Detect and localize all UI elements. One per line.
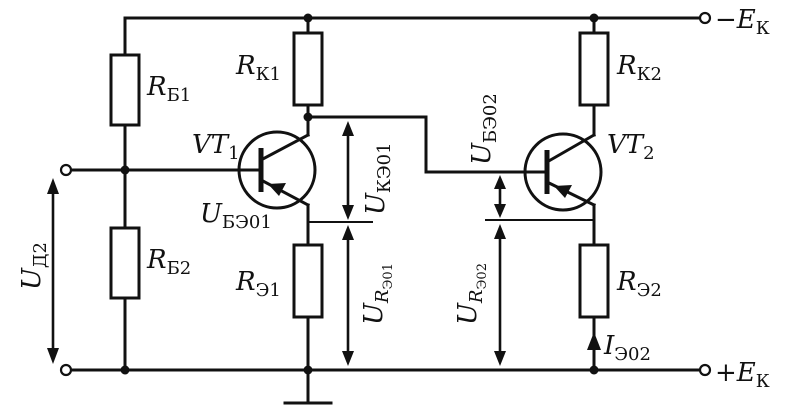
input-terminal (59, 163, 73, 177)
resistor-rk1 (292, 31, 324, 107)
label-ure02: URЭ02 (453, 263, 490, 325)
vt2-emitter-arrow (554, 185, 572, 198)
label-ure01: URЭ01 (359, 263, 396, 325)
transistor-vt2 (523, 132, 603, 212)
label-rk1: RК1 (235, 51, 281, 85)
label-rk2: RК2 (616, 51, 662, 85)
resistor-rb2 (109, 226, 141, 300)
label-ud2: UД2 (17, 242, 51, 290)
supply-terminal-pos (698, 363, 712, 377)
label-rb2: RБ2 (146, 245, 191, 279)
junctions (120, 13, 599, 375)
interstage-wire (306, 115, 527, 174)
label-vt1: VT1 (192, 130, 240, 164)
label-vt2: VT2 (607, 130, 655, 164)
vt1-emitter-arrow (268, 183, 286, 196)
label-ube01: UБЭ01 (200, 199, 272, 233)
label-ube02: UБЭ02 (467, 93, 501, 165)
label-re2: RЭ2 (616, 267, 662, 301)
resistor-rk2 (578, 31, 610, 107)
resistor-rb1 (109, 53, 141, 127)
label-uke01: UКЭ01 (361, 142, 395, 215)
label-ie02: IЭ02 (603, 331, 651, 365)
supply-terminal-neg (698, 11, 712, 25)
resistor-re2 (578, 243, 610, 319)
wires (64, 16, 702, 405)
transistor-vt1 (237, 130, 317, 210)
label-re1: RЭ1 (235, 267, 281, 301)
current-arrow-ie02 (587, 332, 601, 350)
label-supply-pos: +EК (715, 358, 770, 392)
label-rb1: RБ1 (146, 72, 191, 106)
measurement-arrows (47, 116, 601, 366)
resistor-re1 (292, 243, 324, 319)
input-terminal-bottom (59, 363, 73, 377)
label-supply-neg: −EК (715, 5, 770, 39)
